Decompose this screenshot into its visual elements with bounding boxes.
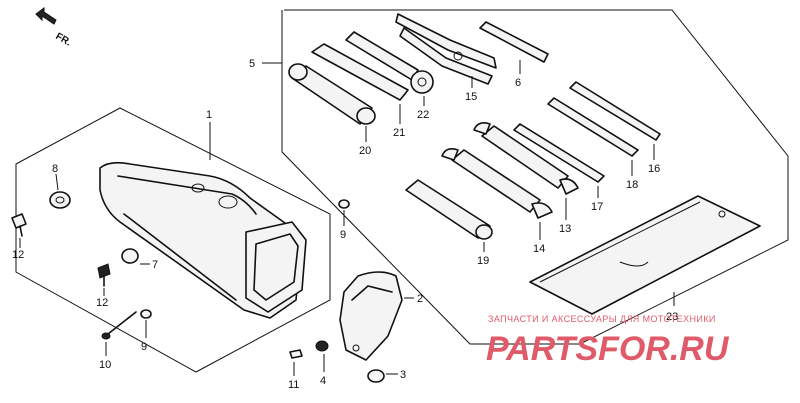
label-8: 8	[52, 163, 58, 175]
label-18: 18	[626, 179, 638, 191]
tommy-bar-21: 21	[311, 43, 409, 139]
screwdriver-17: 17	[513, 123, 605, 213]
label-11: 11	[288, 379, 299, 391]
label-4: 4	[320, 375, 326, 387]
label-22: 22	[417, 109, 429, 121]
bolt-12b: 12	[96, 263, 111, 309]
tool-box	[99, 161, 307, 319]
label-7: 7	[152, 259, 158, 271]
label-15: 15	[465, 91, 477, 103]
label-20: 20	[359, 145, 371, 157]
grommet-7: 7	[121, 248, 158, 271]
label-5: 5	[249, 58, 255, 70]
front-arrow: FR.	[35, 7, 74, 49]
grommet-8: 8	[49, 163, 71, 209]
label-13: 13	[559, 223, 571, 235]
washer-9b: 9	[140, 309, 152, 353]
clip-11: 11	[288, 349, 303, 391]
screw-3: 3	[367, 369, 406, 383]
wrench-14: 14	[441, 148, 553, 255]
washer-9a: 9	[338, 199, 350, 241]
wrench-13: 13	[473, 122, 579, 235]
screw-4: 4	[315, 340, 329, 387]
holder-2: 2	[339, 271, 423, 361]
tool-kit-outline	[281, 9, 789, 345]
tool-box-outline	[15, 107, 331, 373]
screwdriver-16: 16	[569, 81, 661, 175]
label-16: 16	[648, 163, 660, 175]
spanner-22: 22	[345, 31, 434, 121]
pliers-15: 15	[395, 13, 497, 103]
label-2: 2	[417, 293, 423, 305]
bolt-10: 10	[99, 311, 137, 371]
label-6: 6	[515, 77, 521, 89]
label-21: 21	[393, 127, 405, 139]
label-9a: 9	[340, 229, 346, 241]
tool-bag-23: 23	[529, 195, 761, 323]
label-17: 17	[591, 201, 603, 213]
label-12a: 12	[12, 249, 24, 261]
watermark-brand: PARTSFOR.RU	[486, 330, 730, 368]
label-19: 19	[477, 255, 489, 267]
label-3: 3	[400, 369, 406, 381]
label-10: 10	[99, 359, 111, 371]
front-arrow-label: FR.	[54, 31, 74, 49]
watermark-subtitle: ЗАПЧАСТИ И АКСЕССУАРЫ ДЛЯ МОТОТЕХНИКИ	[488, 314, 716, 324]
screwdriver-6: 6	[479, 21, 549, 89]
front-arrow-icon	[35, 7, 57, 25]
bolt-12a: 12	[11, 213, 27, 261]
label-14: 14	[533, 243, 545, 255]
socket-wrench-20: 20	[288, 63, 376, 157]
label-12b: 12	[96, 297, 108, 309]
screwdriver-handle-19: 19	[405, 179, 493, 267]
label-23: 23	[666, 311, 678, 323]
screwdriver-18: 18	[547, 97, 639, 191]
label-9b: 9	[141, 341, 147, 353]
watermark: ЗАПЧАСТИ И АКСЕССУАРЫ ДЛЯ МОТОТЕХНИКИ PA…	[486, 314, 730, 368]
label-1: 1	[206, 109, 212, 121]
